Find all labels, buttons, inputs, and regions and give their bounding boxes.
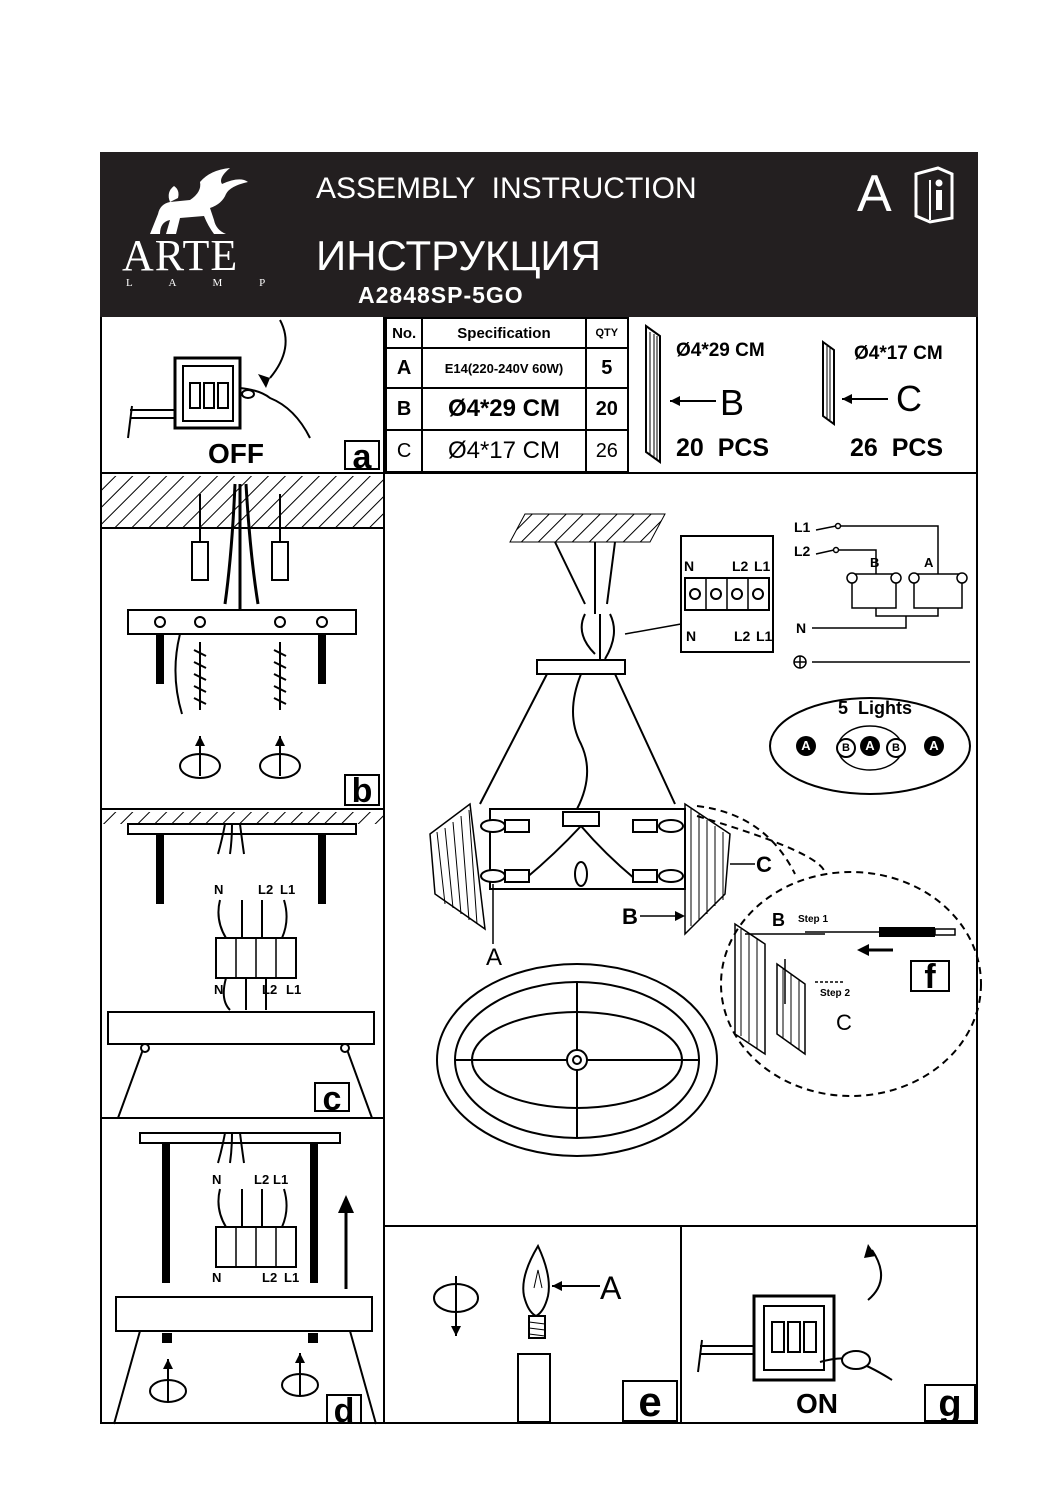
callout-b: B bbox=[622, 904, 638, 929]
bulb-callout-a: A bbox=[600, 1270, 622, 1306]
wiring-label-b: B bbox=[870, 555, 880, 570]
column-divider bbox=[680, 1225, 682, 1424]
light-badge: A bbox=[860, 736, 880, 756]
part-c-count: 26 PCS bbox=[850, 434, 944, 462]
table-row: A E14(220-240V 60W) 5 bbox=[384, 347, 630, 389]
model-number: A2848SP-5GO bbox=[358, 282, 524, 308]
terminal-label-n: N bbox=[212, 1172, 222, 1187]
row-divider bbox=[100, 808, 384, 810]
terminal-label-n: N bbox=[214, 982, 224, 997]
spec-cell-qty: 26 bbox=[584, 429, 630, 473]
table-row: C Ø4*17 CM 26 bbox=[384, 429, 630, 473]
detail-label-c: C bbox=[836, 1010, 852, 1035]
part-b-letter: B bbox=[720, 382, 745, 423]
terminal-label-l2: L2 bbox=[258, 882, 274, 897]
light-badge: A bbox=[924, 736, 944, 756]
terminal-label-l1: L1 bbox=[273, 1172, 289, 1187]
info-book-icon bbox=[914, 166, 954, 224]
spec-cell-no: C bbox=[384, 429, 424, 473]
spec-cell-qty: 20 bbox=[584, 387, 630, 431]
terminal-label-l1: L1 bbox=[756, 628, 773, 644]
terminal-label-l1: L1 bbox=[280, 882, 296, 897]
column-divider bbox=[383, 317, 385, 1424]
light-badge: B bbox=[886, 738, 906, 758]
row-divider bbox=[100, 1117, 384, 1119]
spec-cell-no: A bbox=[384, 347, 424, 389]
arrow-left-icon bbox=[842, 394, 888, 404]
terminal-label-l2: L2 bbox=[734, 628, 751, 644]
terminal-label-l1: L1 bbox=[284, 1270, 300, 1285]
spec-cell-spec: E14(220-240V 60W) bbox=[421, 347, 587, 389]
wiring-label-l1: L1 bbox=[794, 519, 811, 535]
header-bar: ARTE L A M P ASSEMBLY INSTRUCTION ИНСТРУ… bbox=[100, 152, 978, 317]
off-label: OFF bbox=[208, 438, 264, 469]
title-english: ASSEMBLY INSTRUCTION bbox=[316, 172, 697, 205]
wiring-label-n: N bbox=[796, 620, 807, 636]
detail-step2: Step 2 bbox=[820, 988, 851, 999]
terminal-label-n: N bbox=[686, 628, 697, 644]
brand-name: ARTE bbox=[122, 231, 239, 280]
spec-header-specification: Specification bbox=[421, 317, 587, 349]
griffin-logo-icon bbox=[150, 168, 248, 234]
table-row: B Ø4*29 CM 20 bbox=[384, 387, 630, 431]
spec-cell-spec: Ø4*29 CM bbox=[421, 387, 587, 431]
wiring-label-l2: L2 bbox=[794, 543, 811, 559]
title-russian: ИНСТРУКЦИЯ bbox=[316, 232, 601, 279]
detail-label-b: B bbox=[772, 910, 785, 930]
chandelier-assembly-illustration bbox=[429, 513, 982, 1157]
switch-on-illustration bbox=[697, 1244, 893, 1382]
step-letter-b: b bbox=[344, 774, 380, 808]
part-b-count: 20 PCS bbox=[676, 434, 770, 462]
spec-cell-spec: Ø4*17 CM bbox=[421, 429, 587, 473]
step-letter-c: c bbox=[314, 1082, 350, 1116]
light-badge: B bbox=[836, 738, 856, 758]
terminal-label-l2: L2 bbox=[254, 1172, 270, 1187]
part-b-size: Ø4*29 CM bbox=[676, 340, 765, 361]
spec-cell-qty: 5 bbox=[584, 347, 630, 389]
bulb-install-illustration bbox=[433, 1243, 600, 1423]
lights-label: 5 Lights bbox=[838, 698, 913, 718]
light-badge: A bbox=[796, 736, 816, 756]
terminal-label-l2: L2 bbox=[262, 1270, 278, 1285]
spec-table: No. Specification QTY A E14(220-240V 60W… bbox=[384, 317, 630, 473]
canopy-mounting-illustration bbox=[113, 1132, 377, 1425]
step-letter-d: d bbox=[326, 1394, 362, 1428]
terminal-wiring-illustration bbox=[100, 812, 384, 1119]
part-c-size: Ø4*17 CM bbox=[854, 343, 943, 364]
wiring-label-a: A bbox=[924, 555, 934, 570]
step-letter-e: e bbox=[622, 1380, 678, 1423]
switch-off-illustration bbox=[127, 319, 311, 439]
terminal-label-n: N bbox=[214, 882, 224, 897]
step-letter-g: g bbox=[924, 1384, 976, 1423]
wiring-schematic bbox=[793, 522, 970, 669]
corner-letter: A bbox=[857, 165, 892, 223]
crystal-rod-c-icon bbox=[822, 340, 835, 426]
terminal-label-l1: L1 bbox=[754, 558, 771, 574]
spec-cell-no: B bbox=[384, 387, 424, 431]
spec-header-no: No. bbox=[384, 317, 424, 349]
terminal-label-l2: L2 bbox=[732, 558, 749, 574]
mounting-bracket-illustration bbox=[100, 476, 384, 779]
terminal-label-n: N bbox=[684, 558, 695, 574]
detail-step1: Step 1 bbox=[798, 914, 829, 925]
part-c-letter: C bbox=[896, 378, 922, 419]
arrow-left-icon bbox=[670, 396, 716, 406]
step-letter-a: a bbox=[344, 440, 380, 474]
callout-a: A bbox=[486, 944, 503, 971]
step-letter-f: f bbox=[910, 960, 950, 994]
brand-sub: L A M P bbox=[126, 277, 283, 289]
crystal-rod-b-icon bbox=[645, 324, 661, 464]
terminal-label-n: N bbox=[212, 1270, 222, 1285]
on-label: ON bbox=[796, 1388, 838, 1419]
callout-c: C bbox=[756, 852, 772, 877]
terminal-label-l1: L1 bbox=[286, 982, 302, 997]
row-divider bbox=[100, 472, 978, 474]
terminal-label-l2: L2 bbox=[262, 982, 278, 997]
spec-header-qty: QTY bbox=[584, 317, 630, 349]
